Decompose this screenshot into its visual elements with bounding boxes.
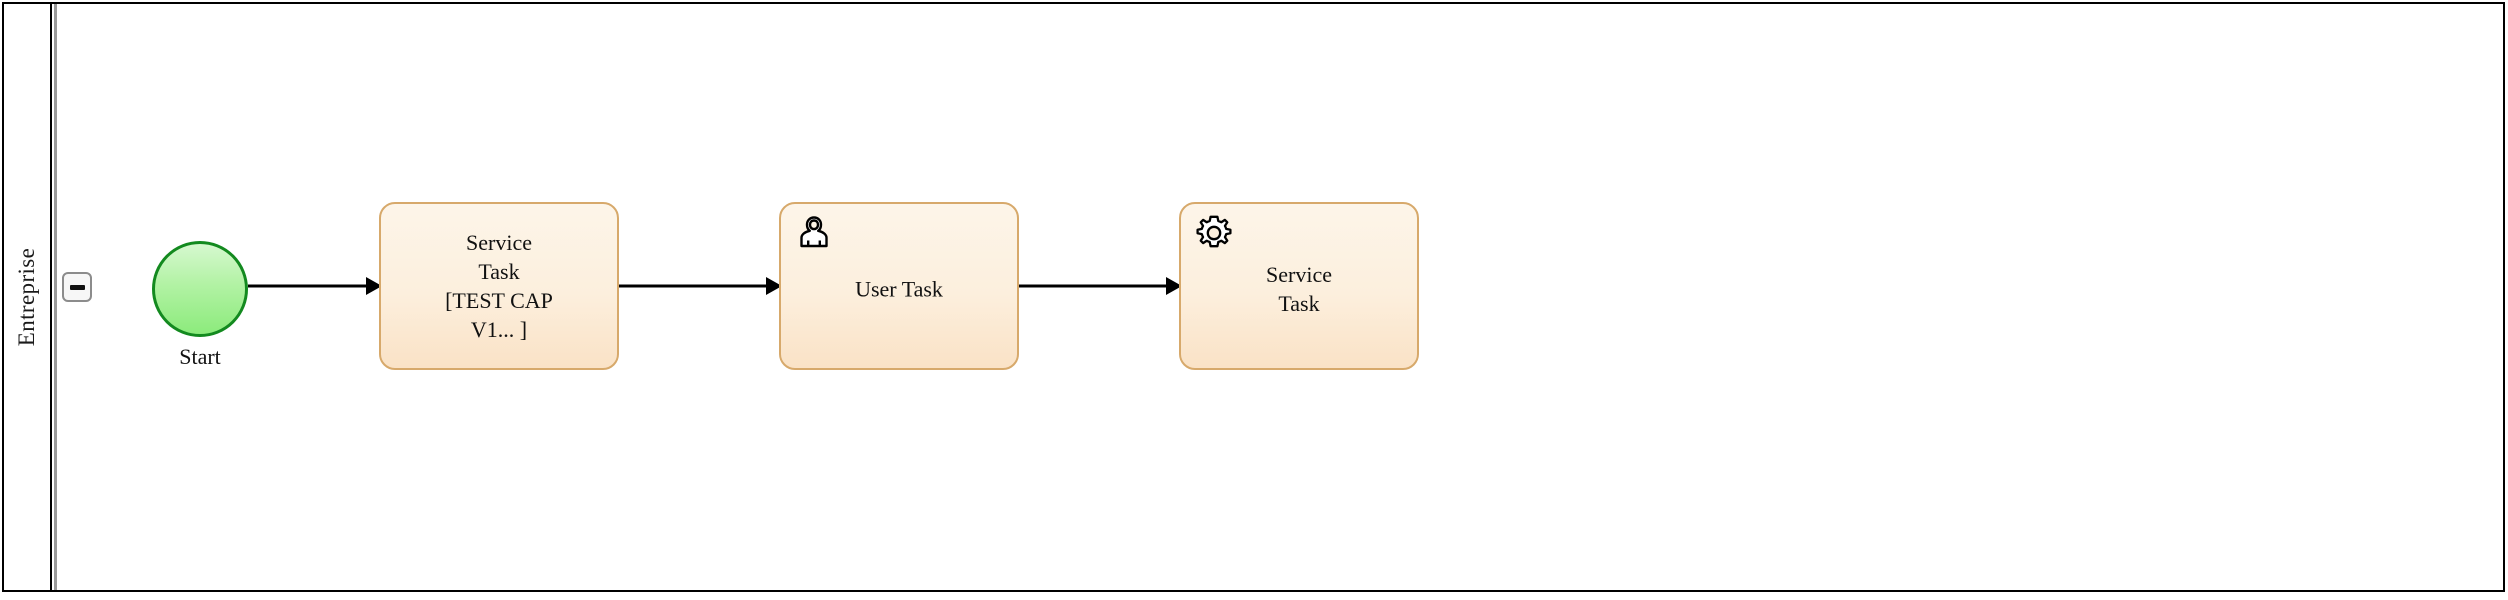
start-event[interactable] bbox=[152, 241, 248, 337]
lane-divider bbox=[54, 4, 57, 590]
minus-icon bbox=[69, 284, 85, 290]
sequence-flow-1[interactable] bbox=[248, 274, 382, 298]
lane-header[interactable]: Entreprise bbox=[4, 4, 52, 590]
task-service-2-label: Service Task bbox=[1266, 262, 1332, 317]
sequence-flow-2[interactable] bbox=[619, 274, 782, 298]
lane-collapse-button[interactable] bbox=[62, 272, 92, 302]
task-service-1-label: Service Task [TEST CAP V1... ] bbox=[445, 230, 553, 342]
start-event-label: Start bbox=[179, 344, 221, 369]
task-service-1[interactable]: Service Task [TEST CAP V1... ] bbox=[379, 202, 619, 370]
task-user[interactable]: User Task bbox=[779, 202, 1019, 370]
sequence-flow-3[interactable] bbox=[1019, 274, 1182, 298]
user-icon bbox=[793, 212, 835, 254]
lane-body: Start Service Task [TEST CAP V1... ] bbox=[57, 4, 2503, 590]
task-service-2[interactable]: Service Task bbox=[1179, 202, 1419, 370]
lane-title: Entreprise bbox=[14, 247, 39, 347]
task-user-label: User Task bbox=[855, 276, 943, 302]
gear-icon bbox=[1193, 212, 1235, 254]
